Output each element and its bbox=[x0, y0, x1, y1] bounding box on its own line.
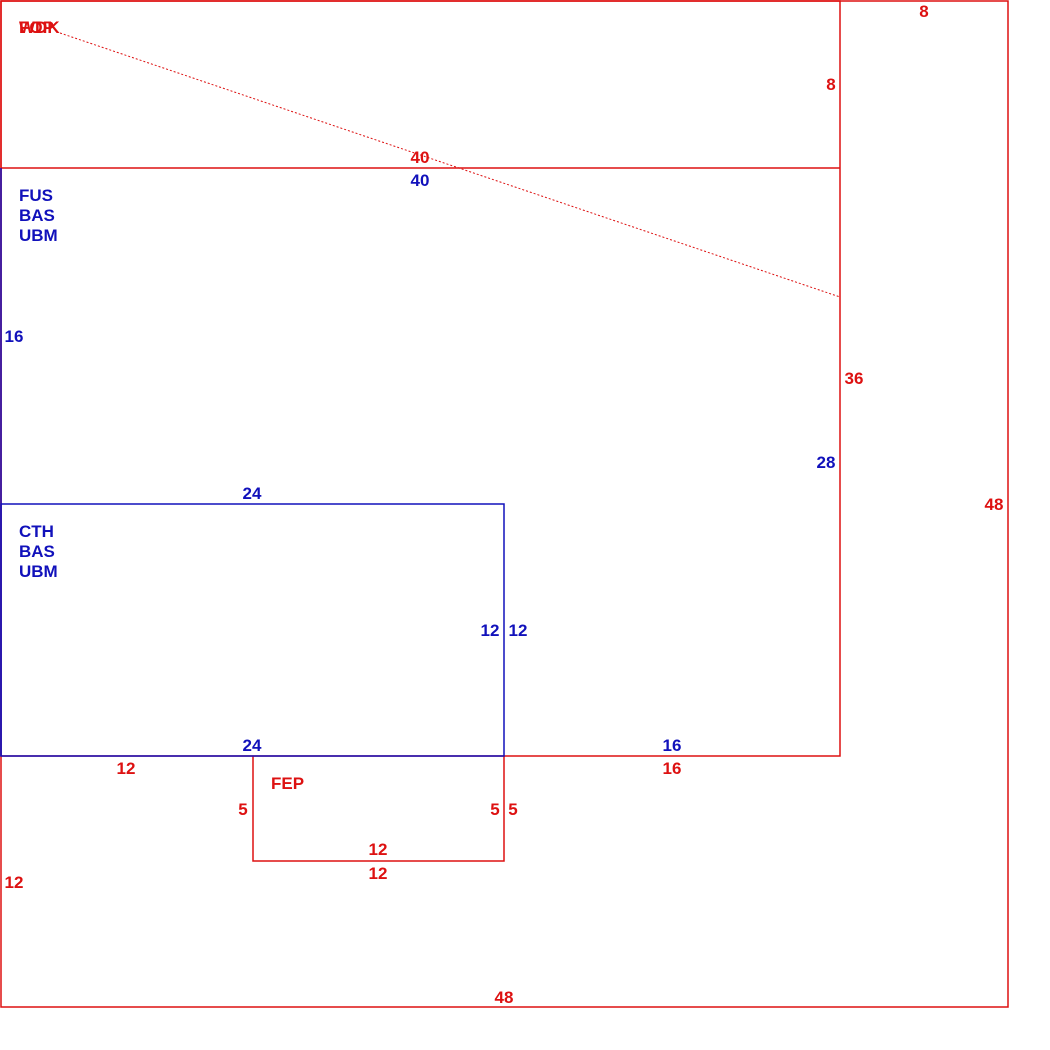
label-fop: FOP bbox=[19, 18, 54, 37]
dim-cth-right-out-12: 12 bbox=[509, 621, 528, 640]
cth-label-line1: CTH bbox=[19, 522, 54, 541]
dim-fep-right-in-5: 5 bbox=[490, 800, 499, 819]
dim-blue-bottom-16: 16 bbox=[663, 736, 682, 755]
fus-label-line2: BAS bbox=[19, 206, 55, 225]
dim-outer-right-48: 48 bbox=[985, 495, 1004, 514]
diagonal-dotted-line bbox=[59, 32, 841, 298]
fus-label-line3: UBM bbox=[19, 226, 58, 245]
dim-top-box-right-8: 8 bbox=[826, 75, 835, 94]
fep-label: FEP bbox=[271, 774, 304, 793]
dim-cth-bottom-24: 24 bbox=[243, 736, 262, 755]
dim-fus-top-40: 40 bbox=[411, 171, 430, 190]
dim-red-right-36: 36 bbox=[845, 369, 864, 388]
dim-fus-left-16: 16 bbox=[5, 327, 24, 346]
dim-fep-bottom-in-12: 12 bbox=[369, 840, 388, 859]
cth-label-line3: UBM bbox=[19, 562, 58, 581]
dim-red-bottom-16: 16 bbox=[663, 759, 682, 778]
dim-fep-left-5: 5 bbox=[238, 800, 247, 819]
dim-outer-bottom-48: 48 bbox=[495, 988, 514, 1007]
main-building-outline bbox=[0, 0, 841, 757]
dim-cth-right-in-12: 12 bbox=[481, 621, 500, 640]
cth-label-line2: BAS bbox=[19, 542, 55, 561]
fus-label-line1: FUS bbox=[19, 186, 53, 205]
fep-outline bbox=[252, 756, 505, 862]
label-wdk: WDK bbox=[19, 18, 60, 37]
dim-fus-right-28: 28 bbox=[817, 453, 836, 472]
dim-outer-right-8: 8 bbox=[919, 2, 928, 21]
dim-fep-bottom-out-12: 12 bbox=[369, 864, 388, 883]
dim-fep-right-out-5: 5 bbox=[508, 800, 517, 819]
dim-outer-left-12: 12 bbox=[5, 873, 24, 892]
cth-outline bbox=[0, 503, 505, 757]
dim-cth-top-24: 24 bbox=[243, 484, 262, 503]
dim-top-box-bottom-40: 40 bbox=[411, 148, 430, 167]
dim-red-bottom-left-12: 12 bbox=[117, 759, 136, 778]
